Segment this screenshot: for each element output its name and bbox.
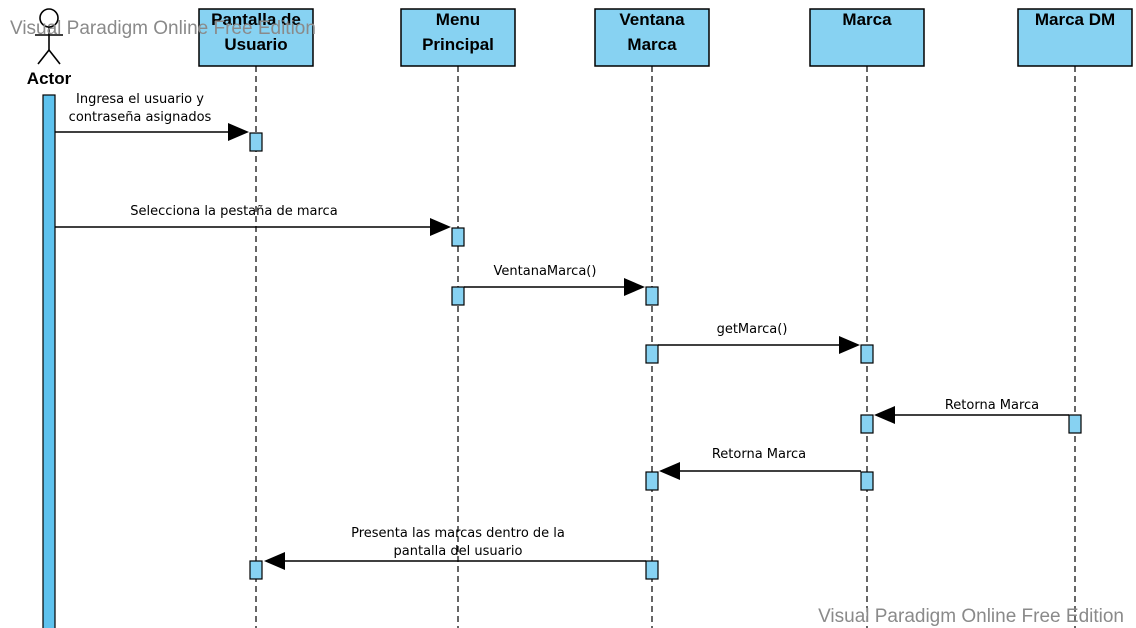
message-5[interactable]: Retorna Marca: [874, 398, 1069, 424]
message-7[interactable]: Presenta las marcas dentro de la pantall…: [264, 526, 646, 570]
lifeline-box-ventana[interactable]: [594, 8, 710, 67]
message-4[interactable]: getMarca(): [658, 322, 860, 354]
activation-marca-3: [860, 471, 874, 491]
watermark-top: Visual Paradigm Online Free Edition: [10, 18, 316, 39]
message-1[interactable]: Ingresa el usuario y contraseña asignado…: [55, 92, 249, 141]
lifeline-title-ventana-line2: Marca: [627, 35, 677, 54]
message-2-label: Selecciona la pestaña de marca: [130, 204, 337, 219]
lifeline-ventana[interactable]: Ventana Marca: [594, 8, 710, 67]
lifeline-title-ventana-line1: Ventana: [619, 10, 685, 29]
activation-marca-1: [860, 344, 874, 364]
message-1-label-line1: Ingresa el usuario y: [76, 92, 204, 107]
lifeline-box-pantalla[interactable]: [198, 8, 314, 67]
activation-menu-1: [451, 227, 465, 247]
message-7-label-line1: Presenta las marcas dentro de la: [351, 526, 565, 541]
message-1-label-line2: contraseña asignados: [69, 110, 212, 125]
message-2[interactable]: Selecciona la pestaña de marca: [55, 204, 451, 236]
lifeline-title-menu-line1: Menu: [436, 10, 480, 29]
activation-marcadm-1: [1068, 414, 1082, 434]
lifeline-pantalla[interactable]: Pantalla de Usuario: [198, 8, 314, 67]
lifeline-box-marcadm[interactable]: [1017, 8, 1133, 67]
activation-pantalla-1: [249, 132, 263, 152]
watermark-bottom: Visual Paradigm Online Free Edition: [818, 606, 1124, 627]
message-6[interactable]: Retorna Marca: [659, 447, 861, 480]
message-7-label-line2: pantalla del usuario: [394, 544, 523, 559]
lifeline-marcadm[interactable]: Marca DM: [1017, 8, 1133, 67]
message-3-arrowhead: [624, 278, 645, 296]
message-5-arrowhead: [874, 406, 895, 424]
actor-leg-left: [37, 49, 50, 65]
message-6-label: Retorna Marca: [712, 447, 806, 462]
message-3[interactable]: VentanaMarca(): [464, 264, 645, 296]
activation-ventana-1: [645, 286, 659, 306]
message-6-arrowhead: [659, 462, 680, 480]
activation-pantalla-2: [249, 560, 263, 580]
message-2-arrowhead: [430, 218, 451, 236]
lifeline-box-menu[interactable]: [400, 8, 516, 67]
lifeline-menu[interactable]: Menu Principal: [400, 8, 516, 67]
activations: [249, 132, 1082, 580]
activation-ventana-3: [645, 471, 659, 491]
message-1-arrowhead: [228, 123, 249, 141]
activation-ventana-2: [645, 344, 659, 364]
activation-ventana-4: [645, 560, 659, 580]
message-4-arrowhead: [839, 336, 860, 354]
lifeline-lines: [255, 66, 1076, 628]
lifeline-title-marca: Marca: [842, 10, 892, 29]
actor-label: Actor: [27, 69, 72, 88]
actor[interactable]: Actor: [27, 8, 72, 88]
message-5-label: Retorna Marca: [945, 398, 1039, 413]
lifeline-box-marca[interactable]: [809, 8, 925, 67]
activation-menu-2: [451, 286, 465, 306]
lifeline-title-menu-line2: Principal: [422, 35, 494, 54]
lifeline-marca[interactable]: Marca: [809, 8, 925, 67]
lifeline-title-marcadm: Marca DM: [1035, 10, 1115, 29]
message-4-label: getMarca(): [717, 322, 788, 337]
activation-marca-2: [860, 414, 874, 434]
actor-activation-bar: [42, 94, 56, 628]
lifeline-title-pantalla-line2: Usuario: [224, 35, 287, 54]
message-7-arrowhead: [264, 552, 285, 570]
message-3-label: VentanaMarca(): [494, 264, 597, 279]
lifeline-title-pantalla-line1: Pantalla de: [211, 10, 301, 29]
actor-leg-right: [48, 49, 61, 65]
